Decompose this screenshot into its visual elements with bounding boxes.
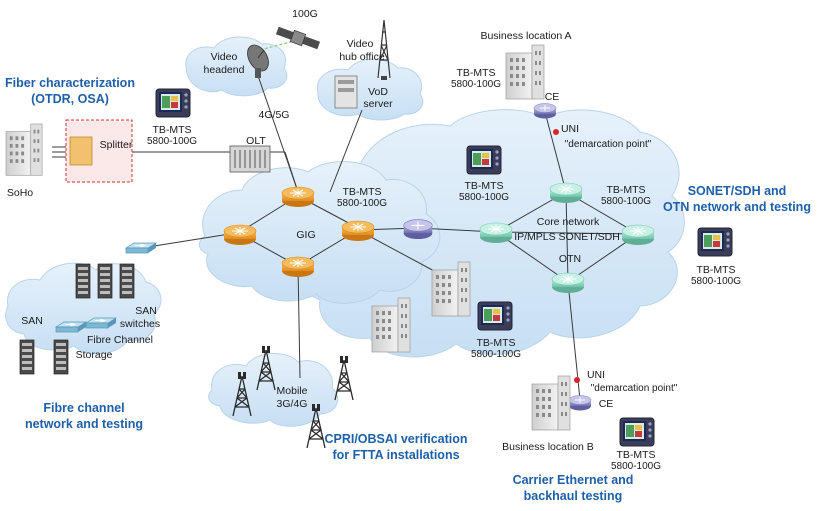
tester-fiber-model: 5800-100G: [147, 136, 197, 147]
gig-router-left: [223, 224, 257, 246]
satellite-icon: [275, 26, 321, 50]
title-fibre-channel-sub: network and testing: [25, 417, 143, 431]
label-fibre-channel: Fibre Channel: [87, 334, 153, 346]
label-satellite-rate: 100G: [292, 8, 318, 20]
gig-router-right: [341, 220, 375, 242]
core-router-left: [479, 222, 513, 244]
title-cpri: CPRI/OBSAI verification: [324, 432, 467, 446]
label-video-headend: Video: [211, 51, 238, 63]
ce-router-b: [568, 395, 592, 411]
label-uni-b: UNI: [587, 369, 605, 381]
label-san-switches-2: switches: [120, 318, 160, 330]
olt-icon: [229, 145, 271, 173]
label-vod-2: server: [363, 98, 393, 110]
san-switch-top-icon: [125, 242, 157, 254]
splitter-icon: [69, 136, 93, 166]
tester-carrier-model: 5800-100G: [611, 461, 661, 472]
radio-tower-icon: [377, 19, 391, 80]
tester-business-a-icon: [466, 145, 502, 175]
label-storage: Storage: [76, 349, 113, 361]
core-building-1-icon: [431, 261, 471, 317]
label-gig: GIG: [296, 229, 315, 241]
core-router-bottom: [551, 272, 585, 294]
tester-carrier-name: TB-MTS: [616, 449, 655, 461]
label-splitter: Splitter: [100, 139, 133, 151]
demarcation-point-a: [553, 129, 559, 135]
label-business-b: Business location B: [502, 441, 594, 453]
tester-core-left-name: TB-MTS: [464, 180, 503, 192]
label-business-a: Business location A: [480, 30, 571, 42]
tester-core-icon: [477, 301, 513, 331]
title-fiber-characterization: Fiber characterization: [5, 76, 135, 90]
label-video-hub-2: hub office: [339, 51, 385, 63]
edge-router-purple: [403, 218, 433, 240]
tester-sonet-name: TB-MTS: [696, 264, 735, 276]
label-ce-a: CE: [545, 91, 560, 103]
business-b-building-icon: [531, 375, 571, 431]
tester-core-right-name: TB-MTS: [606, 184, 645, 196]
label-ce-b: CE: [599, 398, 614, 410]
title-sonet-sub: OTN network and testing: [663, 200, 811, 214]
tester-carrier-icon: [619, 417, 655, 447]
title-cpri-sub: for FTTA installations: [332, 448, 459, 462]
gig-router-top: [281, 186, 315, 208]
core-router-top: [549, 182, 583, 204]
satellite-dish-icon: [247, 44, 269, 78]
label-video-hub: Video: [347, 38, 374, 50]
label-demarcation-b: "demarcation point": [591, 383, 678, 394]
title-carrier-ethernet: Carrier Ethernet and: [513, 473, 634, 487]
label-vod: VoD: [368, 86, 388, 98]
tester-sonet-model: 5800-100G: [691, 276, 741, 287]
title-sonet: SONET/SDH and: [688, 184, 787, 198]
label-olt: OLT: [246, 135, 266, 147]
label-demarcation-a: "demarcation point": [565, 139, 652, 150]
label-mobile-2: 3G/4G: [277, 398, 308, 410]
label-video-headend-2: headend: [204, 64, 245, 76]
gig-cloud: [198, 161, 441, 304]
core-building-2-icon: [371, 297, 411, 353]
title-carrier-ethernet-sub: backhaul testing: [524, 489, 623, 503]
tester-core-bottom-name: TB-MTS: [476, 337, 515, 349]
label-san: SAN: [21, 315, 43, 327]
tester-business-a-model: 5800-100G: [451, 79, 501, 90]
mobile-tower-4-icon: [334, 355, 354, 401]
tester-sonet-icon: [697, 227, 733, 257]
title-fibre-channel: Fibre channel: [43, 401, 124, 415]
mobile-cloud: [208, 352, 339, 427]
label-core-network-2: IP/MPLS SONET/SDH: [514, 231, 620, 243]
ce-router-a: [533, 103, 557, 119]
tester-core-left-model: 5800-100G: [459, 192, 509, 203]
tester-core-right-model: 5800-100G: [601, 196, 651, 207]
core-router-right: [621, 224, 655, 246]
tester-gig-model: 5800-100G: [337, 198, 387, 209]
gig-router-bottom: [281, 256, 315, 278]
soho-building-icon: [5, 123, 43, 176]
vod-server-icon: [334, 75, 358, 109]
title-fiber-characterization-sub: (OTDR, OSA): [31, 92, 109, 106]
label-4g5g: 4G/5G: [259, 109, 290, 121]
label-core-network: Core network: [537, 216, 600, 228]
label-otn: OTN: [559, 253, 581, 265]
label-mobile: Mobile: [277, 385, 308, 397]
label-san-switches: SAN: [135, 305, 157, 317]
tester-gig-name: TB-MTS: [342, 186, 381, 198]
label-soho: SoHo: [7, 187, 33, 199]
tester-fiber-name: TB-MTS: [152, 124, 191, 136]
label-uni-a: UNI: [561, 123, 579, 135]
business-a-building-icon: [505, 44, 545, 100]
tester-core-bottom-model: 5800-100G: [471, 349, 521, 360]
san-racks-icon: [75, 263, 135, 299]
tester-fiber-icon: [155, 88, 191, 118]
demarcation-point-b: [574, 377, 580, 383]
tester-business-a-name: TB-MTS: [456, 67, 495, 79]
